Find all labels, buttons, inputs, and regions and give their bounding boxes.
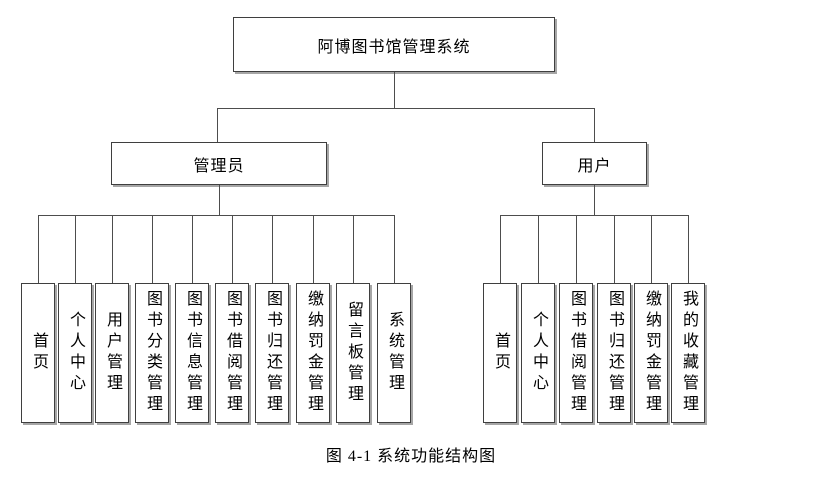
leaf-label: 首页 — [30, 332, 47, 374]
user-node-my-collection-management: 我的收藏管理 — [671, 283, 705, 423]
connector-user-rail — [500, 215, 688, 216]
connector-drop-user-my-collection — [688, 215, 689, 283]
connector-drop-admin — [217, 108, 218, 142]
connector-drop-user-book-borrow — [576, 215, 577, 283]
leaf-label: 图书借阅管理 — [224, 290, 241, 416]
node-admin: 管理员 — [111, 142, 327, 185]
admin-node-fine-payment-management: 缴纳罚金管理 — [296, 283, 330, 423]
leaf-label: 我的收藏管理 — [680, 290, 697, 416]
user-node-personal-center: 个人中心 — [521, 283, 555, 423]
admin-node-book-return-management: 图书归还管理 — [255, 283, 289, 423]
connector-drop-user-personal-center — [538, 215, 539, 283]
connector-drop-admin-user-management — [112, 215, 113, 283]
leaf-label: 图书分类管理 — [144, 290, 161, 416]
node-user: 用户 — [542, 142, 647, 185]
user-node-book-borrow-management: 图书借阅管理 — [559, 283, 593, 423]
leaf-label: 缴纳罚金管理 — [305, 290, 322, 416]
admin-node-home: 首页 — [21, 283, 55, 423]
connector-drop-admin-personal-center — [75, 215, 76, 283]
connector-drop-admin-home — [38, 215, 39, 283]
admin-node-personal-center: 个人中心 — [58, 283, 92, 423]
leaf-label: 个人中心 — [530, 311, 547, 395]
leaf-label: 图书信息管理 — [184, 290, 201, 416]
connector-drop-admin-book-info — [192, 215, 193, 283]
admin-node-label: 管理员 — [193, 157, 245, 175]
leaf-label: 用户管理 — [104, 311, 121, 395]
leaf-label: 缴纳罚金管理 — [643, 290, 660, 416]
leaf-label: 系统管理 — [386, 311, 403, 395]
leaf-label: 个人中心 — [67, 311, 84, 395]
connector-drop-user-fine-payment — [651, 215, 652, 283]
admin-node-book-info-management: 图书信息管理 — [175, 283, 209, 423]
root-node-label: 阿博图书馆管理系统 — [317, 38, 471, 56]
leaf-label: 留言板管理 — [345, 300, 362, 406]
connector-drop-admin-fine-payment — [313, 215, 314, 283]
connector-drop-user-home — [500, 215, 501, 283]
connector-drop-admin-book-borrow — [232, 215, 233, 283]
node-library-management-system: 阿博图书馆管理系统 — [233, 17, 555, 72]
connector-level1-rail — [217, 108, 595, 109]
connector-drop-admin-message-board — [353, 215, 354, 283]
leaf-label: 图书归还管理 — [606, 290, 623, 416]
connector-drop-user-book-return — [614, 215, 615, 283]
connector-drop-admin-book-category — [152, 215, 153, 283]
connector-drop-admin-system — [394, 215, 395, 283]
admin-node-system-management: 系统管理 — [377, 283, 411, 423]
leaf-label: 首页 — [492, 332, 509, 374]
user-node-home: 首页 — [483, 283, 517, 423]
admin-node-message-board-management: 留言板管理 — [336, 283, 370, 423]
admin-node-book-category-management: 图书分类管理 — [135, 283, 169, 423]
user-node-label: 用户 — [577, 157, 612, 175]
user-node-book-return-management: 图书归还管理 — [597, 283, 631, 423]
leaf-label: 图书借阅管理 — [568, 290, 585, 416]
connector-admin-rail — [38, 215, 395, 216]
admin-node-user-management: 用户管理 — [95, 283, 129, 423]
leaf-label: 图书归还管理 — [264, 290, 281, 416]
connector-drop-user — [594, 108, 595, 142]
connector-user-stem — [594, 185, 595, 215]
admin-node-book-borrow-management: 图书借阅管理 — [215, 283, 249, 423]
connector-admin-stem — [219, 185, 220, 215]
user-node-fine-payment-management: 缴纳罚金管理 — [634, 283, 668, 423]
connector-drop-admin-book-return — [272, 215, 273, 283]
figure-caption: 图 4-1 系统功能结构图 — [325, 448, 497, 465]
connector-root-stem — [394, 72, 395, 108]
